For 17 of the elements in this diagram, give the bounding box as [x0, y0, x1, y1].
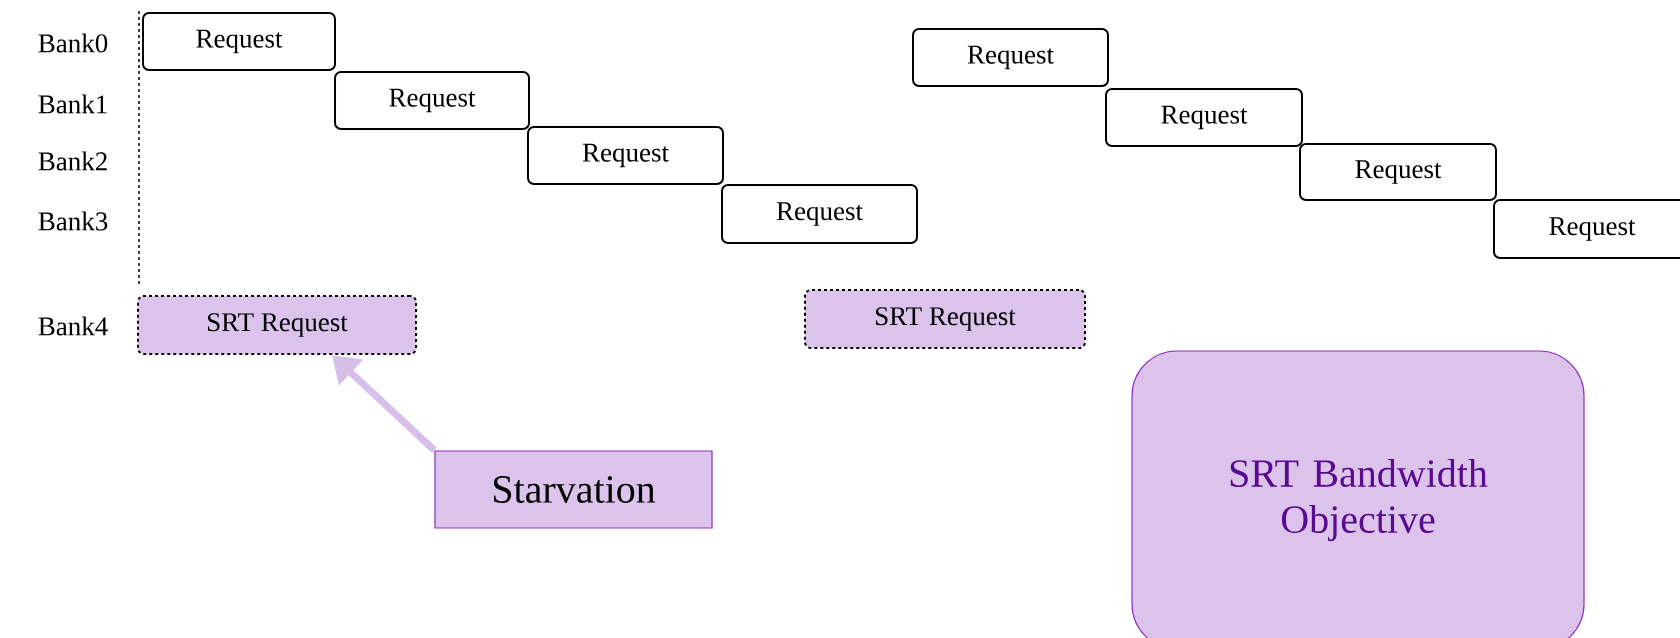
bank-label: Bank2 — [38, 151, 107, 171]
bank-label: Bank3 — [38, 211, 108, 231]
request-box: Request — [1299, 143, 1497, 201]
bank-label: Bank1 — [38, 94, 107, 114]
bank-label: Bank4 — [38, 316, 108, 336]
request-box: Request — [912, 28, 1109, 87]
srt-request-box: SRT Request — [137, 295, 417, 355]
request-box: Request — [1493, 199, 1680, 259]
srt-request-box: SRT Request — [804, 289, 1086, 349]
callout-box: Starvation — [434, 450, 713, 529]
request-box: Request — [334, 71, 530, 130]
request-box: Request — [721, 184, 918, 244]
bank-label: Bank0 — [38, 33, 108, 53]
request-box: Request — [142, 12, 336, 71]
request-box: Request — [1105, 88, 1303, 147]
objective-box: SRT Bandwidth Objective — [1131, 350, 1585, 638]
request-box: Request — [527, 126, 724, 185]
